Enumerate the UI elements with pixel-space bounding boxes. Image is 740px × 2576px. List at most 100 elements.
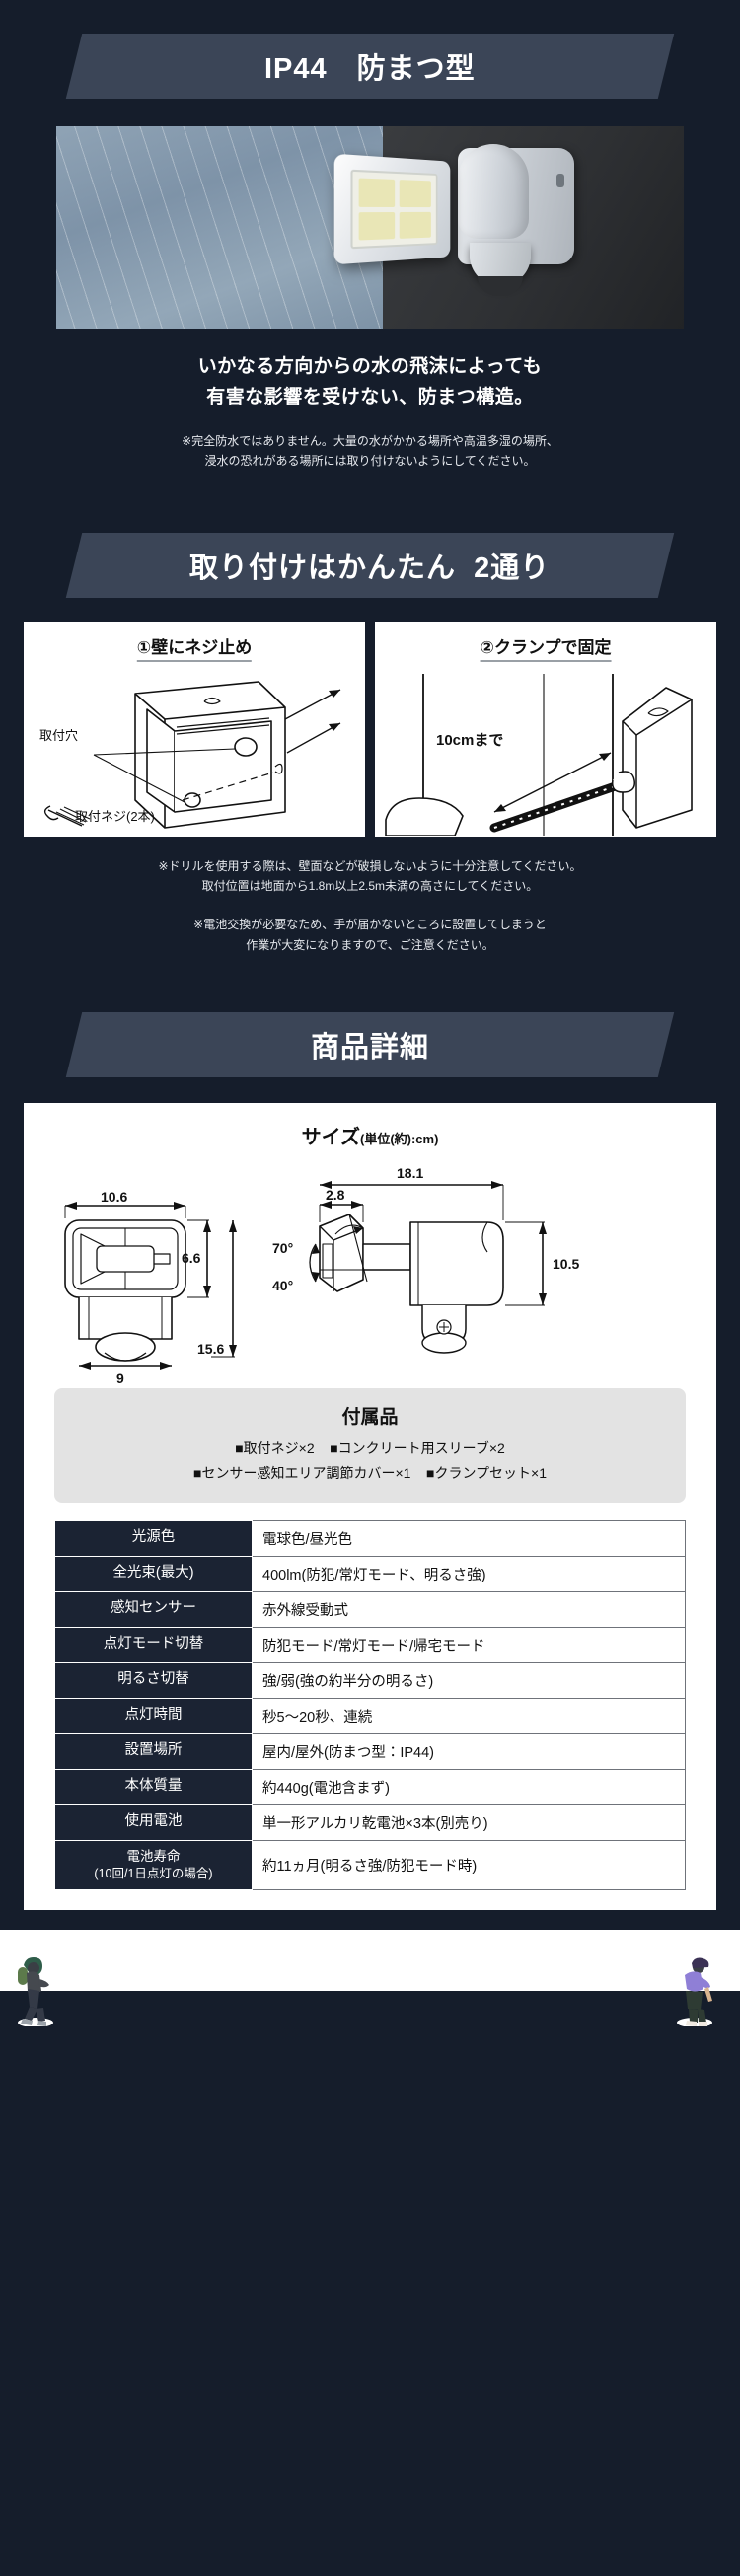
- spec-label-sub: (10回/1日点灯の場合): [94, 1866, 213, 1880]
- accessories-box: 付属品 ■取付ネジ×2 ■コンクリート用スリーブ×2 ■センサー感知エリア調節カ…: [54, 1388, 686, 1503]
- ip44-note: ※完全防水ではありません。大量の水がかかる場所や高温多湿の場所、 浸水の恐れがあ…: [0, 431, 740, 472]
- table-row: 光源色 電球色/昼光色: [54, 1519, 686, 1557]
- rain-background: [56, 126, 383, 329]
- install-panel-clamp: ②クランプで固定: [375, 621, 716, 837]
- accessories-line-1: ■取付ネジ×2 ■コンクリート用スリーブ×2: [64, 1436, 676, 1461]
- dim-angle-upper: 70°: [272, 1240, 294, 1257]
- label-mounting-screw: 取付ネジ(2本): [75, 808, 155, 824]
- spec-value: 電球色/昼光色: [252, 1519, 686, 1557]
- spec-label: 感知センサー: [54, 1590, 253, 1628]
- accessory-item-screws: ■取付ネジ×2: [235, 1440, 315, 1457]
- dim-depth-total: 18.1: [397, 1165, 424, 1182]
- spec-label: 明るさ切替: [54, 1661, 253, 1699]
- spec-value: 防犯モード/常灯モード/帰宅モード: [252, 1626, 686, 1663]
- spec-label: 点灯モード切替: [54, 1626, 253, 1663]
- spec-label: 使用電池: [54, 1803, 253, 1841]
- accessories-title: 付属品: [341, 1407, 399, 1429]
- table-row: 明るさ切替 強/弱(強の約半分の明るさ): [54, 1661, 686, 1699]
- table-row: 本体質量 約440g(電池含まず): [54, 1768, 686, 1805]
- dim-height-front: 6.6: [182, 1250, 201, 1267]
- dim-depth-top: 2.8: [326, 1187, 345, 1204]
- spec-value: 単一形アルカリ乾電池×3本(別売り): [252, 1803, 686, 1841]
- product-led-head: [333, 153, 451, 265]
- spec-table-body: 光源色 電球色/昼光色 全光束(最大) 400lm(防犯/常灯モード、明るさ強)…: [54, 1519, 686, 1890]
- spec-value: 秒5～20秒、連続: [252, 1697, 686, 1734]
- led-chip: [399, 180, 431, 207]
- install-panel-1-title: ①壁にネジ止め: [136, 633, 253, 662]
- table-row: 全光束(最大) 400lm(防犯/常灯モード、明るさ強): [54, 1555, 686, 1592]
- label-clamp-distance: 10cmまで: [436, 731, 504, 749]
- size-unit: (単位(約):cm): [359, 1132, 439, 1147]
- table-row: 点灯時間 秒5～20秒、連続: [54, 1697, 686, 1734]
- spec-value: 400lm(防犯/常灯モード、明るさ強): [252, 1555, 686, 1592]
- install-panel-screw: ①壁にネジ止め: [24, 621, 365, 837]
- spec-value: 赤外線受動式: [252, 1590, 686, 1628]
- table-row: 点灯モード切替 防犯モード/常灯モード/帰宅モード: [54, 1626, 686, 1663]
- led-chip: [399, 211, 431, 239]
- spec-label-battery-life: 電池寿命 (10回/1日点灯の場合): [54, 1839, 253, 1890]
- led-chip: [358, 178, 395, 207]
- accessories-line-2: ■センサー感知エリア調節カバー×1 ■クランプセット×1: [64, 1461, 676, 1486]
- table-row: 設置場所 屋内/屋外(防まつ型：IP44): [54, 1732, 686, 1770]
- led-chip: [358, 211, 395, 241]
- specification-table: 光源色 電球色/昼光色 全光束(最大) 400lm(防犯/常灯モード、明るさ強)…: [54, 1519, 686, 1890]
- dim-total-height: 15.6: [197, 1341, 225, 1358]
- product-illustration: [328, 144, 574, 317]
- install-panel-1-diagram: 取付穴 取付ネジ(2本): [24, 662, 365, 836]
- section-banner-ip44: IP44 防まつ型: [0, 34, 740, 99]
- spec-label: 光源色: [54, 1519, 253, 1557]
- accessory-item-clamp-set: ■クランプセット×1: [425, 1465, 547, 1482]
- accessory-item-sensor-cover: ■センサー感知エリア調節カバー×1: [193, 1465, 411, 1482]
- banner-title-ip44: IP44 防まつ型: [264, 53, 476, 85]
- spec-label: 設置場所: [54, 1732, 253, 1770]
- install-note-1: ※ドリルを使用する際は、壁面などが破損しないように十分注意してください。 取付位…: [0, 856, 740, 897]
- person-bending-right-icon: [677, 1957, 712, 2026]
- section-banner-install: 取り付けはかんたん 2通り: [0, 532, 740, 598]
- label-mounting-hole: 取付穴: [39, 727, 79, 743]
- led-panel: [350, 169, 438, 250]
- install-note-2: ※電池交換が必要なため、手が届かないところに設置してしまうと 作業が大変になりま…: [0, 915, 740, 955]
- size-diagram: 10.6 6.6 15.6 9 2.8 18.1 70° 40° 10.5: [24, 1153, 716, 1386]
- spec-label: 全光束(最大): [54, 1555, 253, 1592]
- spec-label: 点灯時間: [54, 1697, 253, 1734]
- footer-illustration-band: [0, 1929, 740, 2048]
- table-row: 使用電池 単一形アルカリ乾電池×3本(別売り): [54, 1803, 686, 1841]
- dim-angle-lower: 40°: [272, 1278, 294, 1294]
- install-panel-2-title: ②クランプで固定: [480, 633, 612, 662]
- install-note1-line2: 取付位置は地面から1.8m以上2.5m未満の高さにしてください。: [201, 879, 539, 894]
- ip44-note-line2: 浸水の恐れがある場所には取り付けないようにしてください。: [204, 454, 536, 469]
- dim-width-front: 10.6: [101, 1189, 128, 1206]
- clamp-mount-drawing: [385, 673, 693, 837]
- banner-title-detail: 商品詳細: [310, 1032, 429, 1065]
- size-title: サイズ: [301, 1127, 360, 1149]
- dim-base-width: 9: [116, 1370, 124, 1387]
- screw-mount-drawing: [43, 680, 341, 829]
- spec-value: 強/弱(強の約半分の明るさ): [252, 1661, 686, 1699]
- person-walking-left-icon: [18, 1956, 53, 2026]
- ip44-note-line1: ※完全防水ではありません。大量の水がかかる場所や高温多湿の場所、: [182, 433, 558, 448]
- spec-label-main: 電池寿命: [126, 1848, 181, 1864]
- install-note1-line1: ※ドリルを使用する際は、壁面などが破損しないように十分注意してください。: [158, 858, 582, 873]
- detail-card: サイズ(単位(約):cm): [24, 1103, 716, 1910]
- banner-title-install: 取り付けはかんたん 2通り: [189, 552, 551, 584]
- size-drawing: [64, 1181, 547, 1371]
- footer-dark-strip: [0, 1990, 740, 2048]
- ip44-caption: いかなる方向からの水の飛沫によっても 有害な影響を受けない、防まつ構造。: [0, 352, 740, 413]
- spec-label: 本体質量: [54, 1768, 253, 1805]
- spec-value: 約11ヵ月(明るさ強/防犯モード時): [252, 1839, 686, 1890]
- hero-image-ip44: [56, 126, 684, 329]
- install-panels: ①壁にネジ止め: [24, 621, 716, 837]
- section-banner-detail: 商品詳細: [0, 1012, 740, 1078]
- ip44-caption-line1: いかなる方向からの水の飛沫によっても: [197, 356, 543, 377]
- accessory-item-sleeves: ■コンクリート用スリーブ×2: [330, 1440, 505, 1457]
- install-note2-line1: ※電池交換が必要なため、手が届かないところに設置してしまうと: [193, 918, 547, 932]
- ip44-caption-line2: 有害な影響を受けない、防まつ構造。: [206, 386, 534, 407]
- spec-value: 約440g(電池含まず): [252, 1768, 686, 1805]
- product-sensor-column: [458, 144, 529, 239]
- product-sensor-dome: [470, 243, 531, 296]
- dim-height-side: 10.5: [553, 1256, 580, 1273]
- table-row: 電池寿命 (10回/1日点灯の場合) 約11ヵ月(明るさ強/防犯モード時): [54, 1839, 686, 1890]
- spec-value: 屋内/屋外(防まつ型：IP44): [252, 1732, 686, 1770]
- install-panel-2-diagram: 10cmまで: [375, 662, 716, 837]
